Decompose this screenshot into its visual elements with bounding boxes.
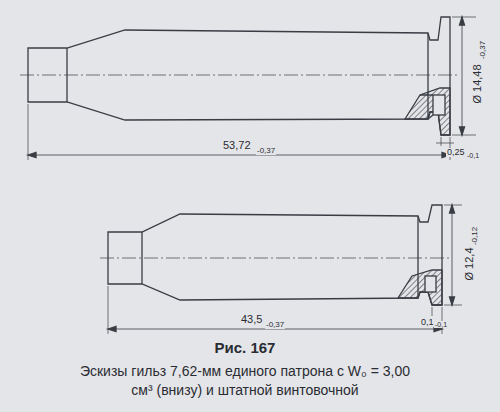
tolerance-label: -0,12: [471, 226, 479, 246]
dimension-label: 43,5: [240, 314, 263, 325]
dimension-label: 0,25: [446, 148, 466, 157]
dimension-label: 0,1: [420, 318, 435, 327]
figure-caption: Эскизы гильз 7,62-мм единого патрона с W…: [70, 362, 420, 400]
tolerance-label: -0,1: [434, 321, 448, 328]
dimension-label: Ø 14,48: [472, 63, 483, 104]
tolerance-label: -0,37: [256, 147, 276, 155]
figure-title: Рис. 167: [215, 340, 276, 355]
tolerance-label: -0,37: [479, 40, 487, 60]
dimension-label: Ø 12,4: [464, 246, 475, 281]
tolerance-label: -0,37: [265, 321, 285, 329]
tolerance-label: -0,1: [466, 152, 480, 159]
dimension-label: 53,72: [222, 140, 252, 151]
